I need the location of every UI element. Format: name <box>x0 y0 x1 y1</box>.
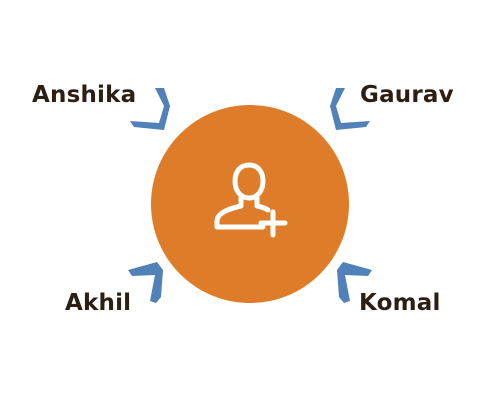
person-label-gaurav: Gaurav <box>360 82 454 108</box>
person-label-akhil: Akhil <box>65 290 132 316</box>
person-label-anshika: Anshika <box>32 82 137 108</box>
plus-sign <box>258 209 288 238</box>
user-body <box>214 195 266 230</box>
user-head <box>232 162 266 201</box>
connector-anshika <box>130 88 170 130</box>
center-node <box>151 105 349 303</box>
connector-gaurav <box>330 88 370 130</box>
user-body-right <box>254 195 271 213</box>
connector-akhil <box>128 262 163 303</box>
person-label-komal: Komal <box>359 290 441 316</box>
connector-komal <box>337 262 372 303</box>
add-user-icon <box>214 162 288 238</box>
